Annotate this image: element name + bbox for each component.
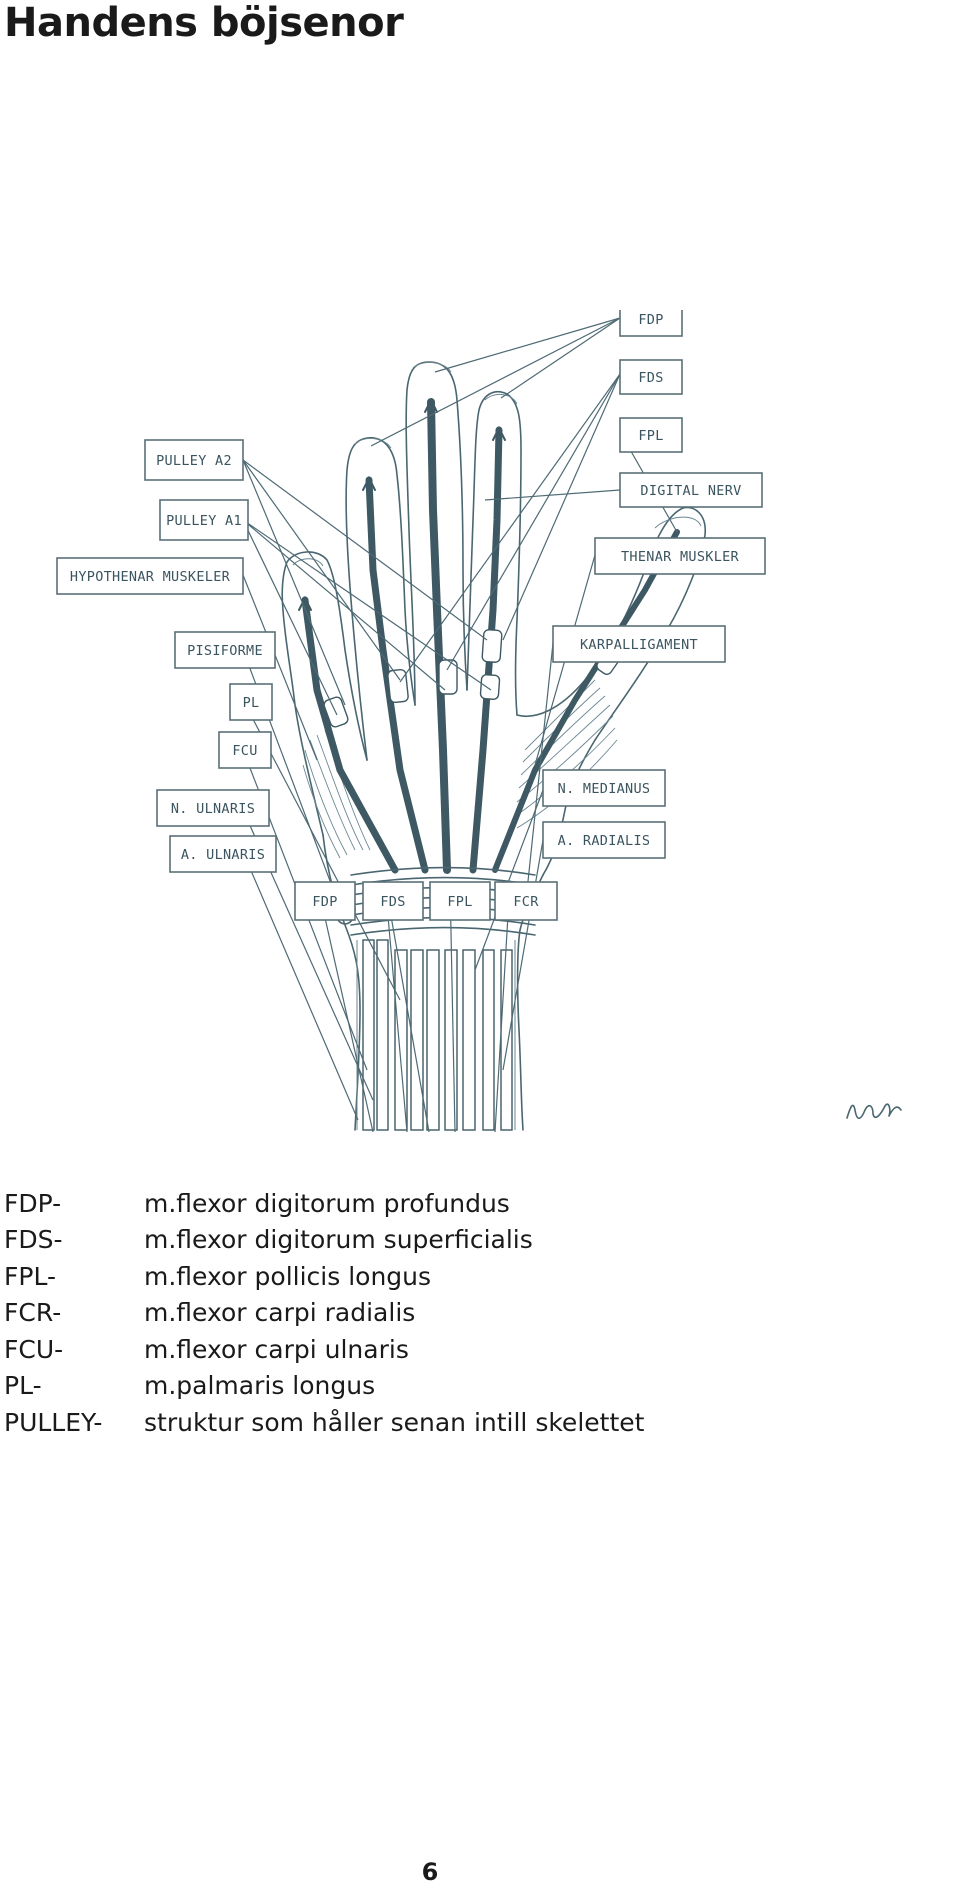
label-fds-bottom: FDS xyxy=(362,881,424,921)
svg-text:FCU: FCU xyxy=(232,743,257,759)
legend-row: FDP- m.flexor digitorum profundus xyxy=(4,1185,904,1222)
label-hypothenar-muskeler: HYPOTHENAR MUSKELER xyxy=(56,557,244,595)
hand-diagram-svg: FDP FDS FPL DIGITAL NERV THENAR MUSKLER … xyxy=(56,310,902,1133)
artist-signature xyxy=(846,1103,902,1120)
svg-text:HYPOTHENAR MUSKELER: HYPOTHENAR MUSKELER xyxy=(70,569,231,585)
legend-abbr: FCR- xyxy=(4,1298,62,1328)
legend-abbr: FDP- xyxy=(4,1188,62,1218)
legend-desc: m.flexor pollicis longus xyxy=(144,1261,432,1291)
legend-row: FPL- m.flexor pollicis longus xyxy=(4,1258,904,1295)
label-fpl-top: FPL xyxy=(619,417,683,453)
svg-text:PULLEY A2: PULLEY A2 xyxy=(156,453,232,469)
legend-row: FCR- m.flexor carpi radialis xyxy=(4,1295,904,1332)
svg-text:A. ULNARIS: A. ULNARIS xyxy=(181,847,265,863)
legend-abbr: PL- xyxy=(4,1371,42,1401)
legend-desc: m.flexor digitorum profundus xyxy=(144,1188,510,1218)
legend-row: PULLEY- struktur som håller senan intill… xyxy=(4,1404,904,1441)
label-pulley-a2: PULLEY A2 xyxy=(144,439,244,481)
page-number: 6 xyxy=(421,1858,439,1886)
label-pisiforme: PISIFORME xyxy=(174,631,276,669)
label-fcu: FCU xyxy=(218,731,272,769)
legend-abbr: FCU- xyxy=(4,1334,64,1364)
legend-row: PL- m.palmaris longus xyxy=(4,1368,904,1405)
svg-text:FPL: FPL xyxy=(638,428,663,444)
svg-text:PL: PL xyxy=(243,695,260,711)
legend-abbr: FDS- xyxy=(4,1225,63,1255)
svg-text:PULLEY A1: PULLEY A1 xyxy=(166,513,242,529)
svg-text:FCR: FCR xyxy=(513,894,539,910)
label-digital-nerv: DIGITAL NERV xyxy=(619,472,763,508)
label-n-medianus: N. MEDIANUS xyxy=(542,769,666,807)
legend-desc: m.flexor carpi radialis xyxy=(144,1298,416,1328)
svg-text:KARPALLIGAMENT: KARPALLIGAMENT xyxy=(580,637,698,653)
legend-abbr: FPL- xyxy=(4,1261,56,1291)
svg-text:DIGITAL NERV: DIGITAL NERV xyxy=(640,483,741,499)
label-thenar-muskler: THENAR MUSKLER xyxy=(594,537,766,575)
pulleys xyxy=(323,629,622,728)
label-pulley-a1: PULLEY A1 xyxy=(159,499,249,541)
label-pl: PL xyxy=(229,683,273,721)
svg-text:FDS: FDS xyxy=(638,370,663,386)
label-fdp-bottom: FDP xyxy=(294,881,356,921)
label-fpl-bottom: FPL xyxy=(429,881,491,921)
legend-abbr: PULLEY- xyxy=(4,1407,103,1437)
label-fdp-top: FDP xyxy=(619,310,683,337)
legend-row: FDS- m.flexor digitorum superficialis xyxy=(4,1222,904,1259)
label-n-ulnaris: N. ULNARIS xyxy=(156,789,270,827)
legend-row: FCU- m.flexor carpi ulnaris xyxy=(4,1331,904,1368)
abbreviation-legend: FDP- m.flexor digitorum profundus FDS- m… xyxy=(4,1185,904,1441)
svg-text:FDP: FDP xyxy=(312,894,337,910)
svg-text:A. RADIALIS: A. RADIALIS xyxy=(558,833,651,849)
page-title: Handens böjsenor xyxy=(4,0,404,46)
legend-desc: m.flexor digitorum superficialis xyxy=(144,1225,533,1255)
legend-desc: m.palmaris longus xyxy=(144,1371,376,1401)
svg-text:FPL: FPL xyxy=(447,894,472,910)
hypothenar-muscle-fibres xyxy=(302,729,371,859)
svg-text:FDS: FDS xyxy=(380,894,405,910)
hand-flexor-tendon-diagram: FDP FDS FPL DIGITAL NERV THENAR MUSKLER … xyxy=(55,310,910,1150)
finger-tendons xyxy=(298,397,680,874)
label-a-radialis: A. RADIALIS xyxy=(542,821,666,859)
forearm-tendons xyxy=(356,939,516,1131)
svg-text:THENAR MUSKLER: THENAR MUSKLER xyxy=(621,549,740,565)
legend-desc: struktur som håller senan intill skelett… xyxy=(144,1407,645,1437)
label-a-ulnaris: A. ULNARIS xyxy=(169,835,277,873)
label-fcr-bottom: FCR xyxy=(494,881,558,921)
svg-text:FDP: FDP xyxy=(638,312,663,328)
svg-text:N. ULNARIS: N. ULNARIS xyxy=(171,801,255,817)
svg-text:N. MEDIANUS: N. MEDIANUS xyxy=(558,781,651,797)
label-fds-top: FDS xyxy=(619,359,683,395)
legend-desc: m.flexor carpi ulnaris xyxy=(144,1334,409,1364)
svg-text:PISIFORME: PISIFORME xyxy=(187,643,263,659)
label-karpalligament: KARPALLIGAMENT xyxy=(552,625,726,663)
